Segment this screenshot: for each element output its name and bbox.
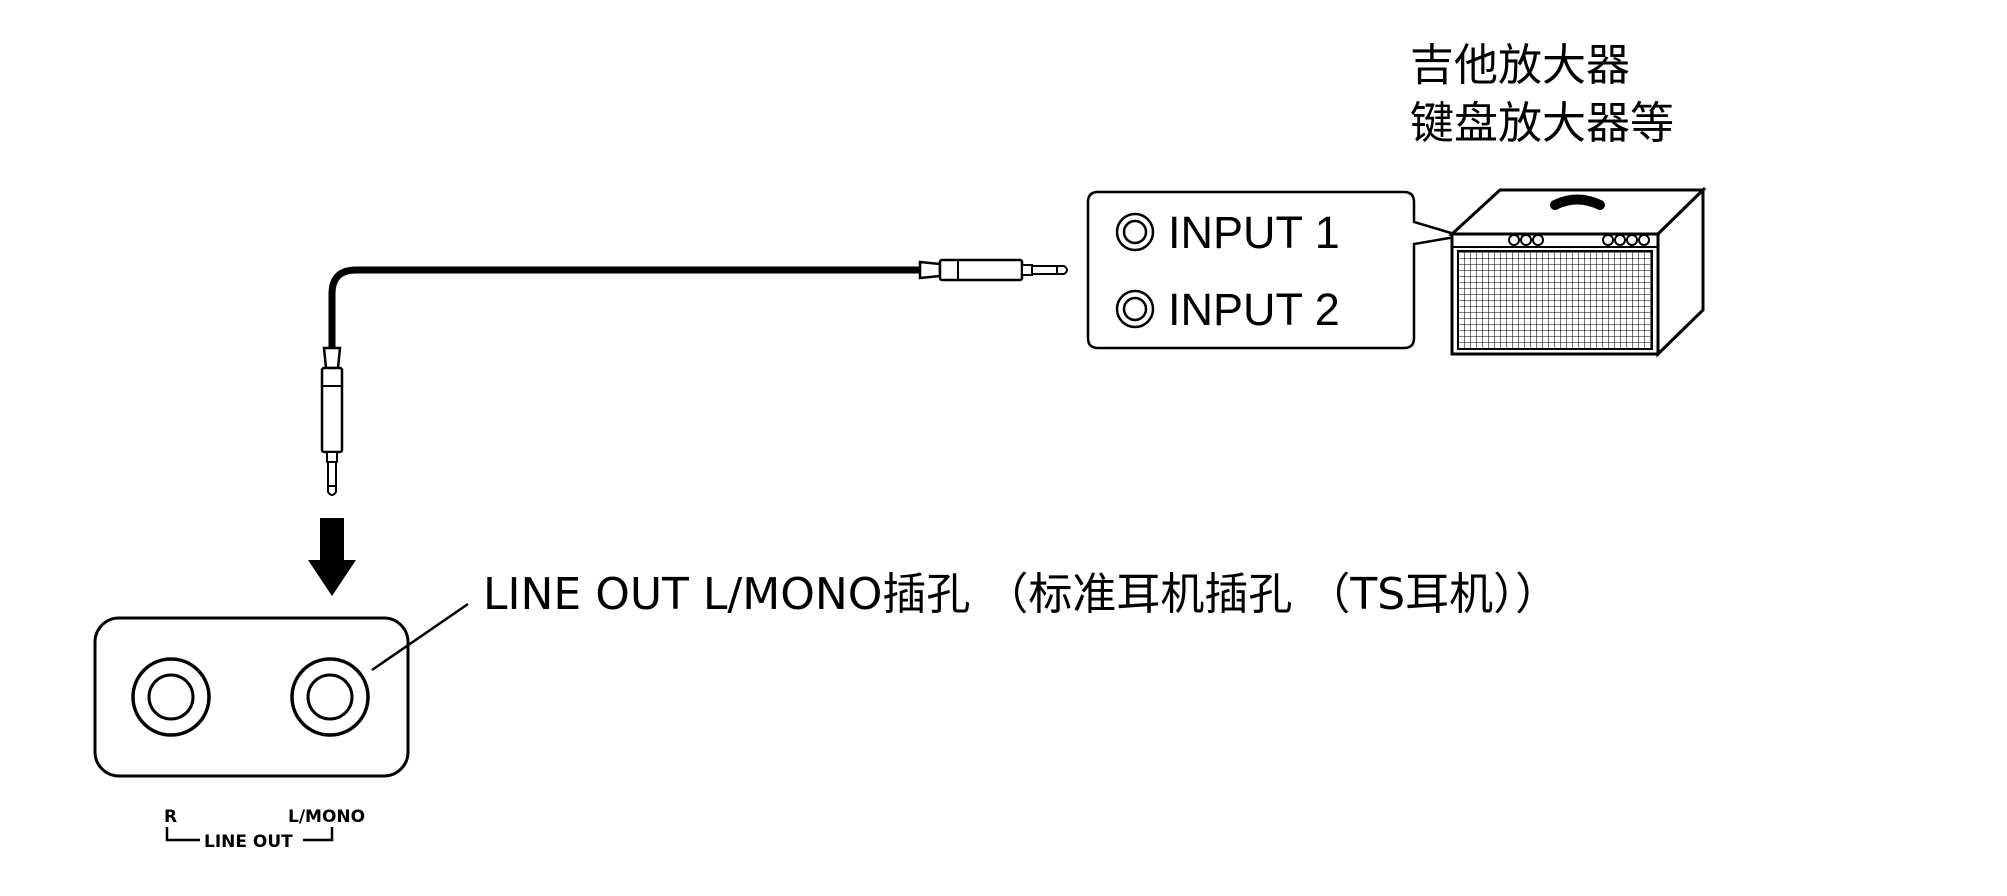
amp-input-callout	[1086, 190, 1462, 350]
amplifier-caption-line2: 键盘放大器等	[1410, 98, 1674, 149]
keyboard-side-plug	[320, 346, 344, 496]
amp-side-plug	[918, 258, 1068, 282]
l-mono-label: L/MONO	[288, 807, 365, 827]
audio-cable	[328, 266, 924, 350]
input-1-jack-icon	[1115, 212, 1155, 252]
amplifier-icon	[1448, 186, 1707, 358]
amp-input-2-label: INPUT 2	[1168, 284, 1340, 335]
caption-leader-line	[371, 602, 469, 672]
line-out-jack-caption: LINE OUT L/MONO插孔 （标准耳机插孔 （TS耳机））	[483, 569, 1559, 620]
r-label: R	[164, 807, 177, 827]
line-out-label: LINE OUT	[204, 832, 293, 852]
input-2-jack-icon	[1115, 289, 1155, 329]
r-jack-icon	[131, 657, 211, 737]
line-out-bracket	[165, 827, 334, 842]
insert-arrow	[308, 518, 356, 596]
amplifier-caption-line1: 吉他放大器	[1410, 40, 1630, 91]
l-mono-jack-icon	[290, 657, 370, 737]
amp-input-1-label: INPUT 1	[1168, 207, 1340, 258]
